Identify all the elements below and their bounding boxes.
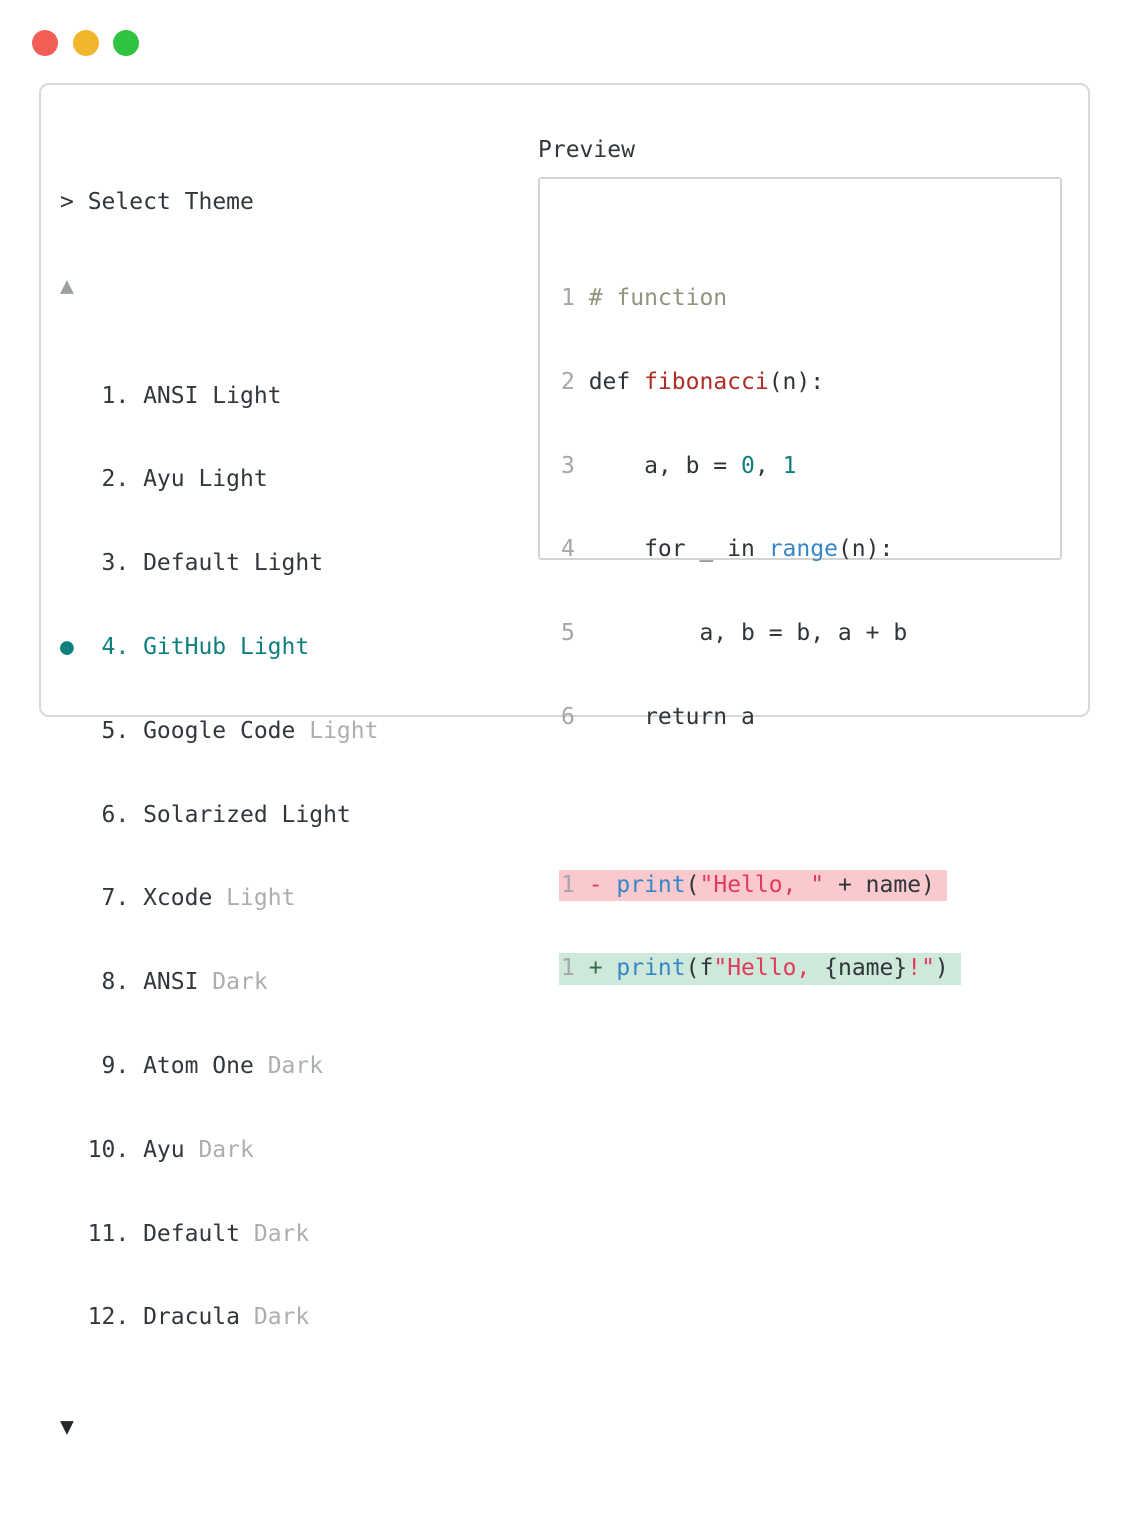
code-line: 6 return a	[561, 702, 961, 734]
option-label: Xcode	[143, 885, 213, 912]
option-label: Default Light	[143, 550, 324, 577]
theme-option-atom-one-dark[interactable]: 9. Atom One Dark	[60, 1051, 877, 1083]
theme-option-ansi-light[interactable]: 1. ANSI Light	[60, 381, 877, 413]
code-line: 3 a, b = 0, 1	[561, 451, 961, 483]
option-variant: Dark	[240, 1304, 310, 1331]
option-number: 1.	[101, 382, 130, 409]
option-number: 2.	[101, 466, 130, 493]
option-variant: Dark	[198, 969, 268, 996]
theme-option-default-dark[interactable]: 11. Default Dark	[60, 1219, 877, 1251]
spacer-row	[60, 1496, 877, 1514]
diff-added-line: 1+ print(f"Hello, {name}!")	[559, 953, 961, 986]
option-number: 8.	[101, 969, 130, 996]
theme-selector-window: > Select Theme ▲ 1. ANSI Light 2. Ayu Light…	[39, 83, 1090, 1440]
line-number: 1	[561, 285, 575, 311]
line-number: 1	[561, 871, 575, 898]
option-label: Google Code	[143, 717, 296, 744]
code-line: 4 for _ in range(n):	[561, 534, 961, 566]
option-variant: Light	[212, 885, 296, 912]
option-number: 7.	[101, 885, 130, 912]
option-label: Ayu Light	[143, 466, 268, 493]
line-number: 1	[561, 955, 575, 982]
line-number: 5	[561, 620, 575, 647]
option-label: Ayu	[143, 1136, 185, 1163]
prompt-symbol: >	[60, 189, 74, 215]
code-line: 5 a, b = b, a + b	[561, 618, 961, 650]
scroll-up-icon: ▲	[60, 272, 74, 299]
window-controls	[32, 30, 139, 56]
option-label: Atom One	[143, 1052, 254, 1079]
minimize-button[interactable]	[72, 30, 99, 56]
option-variant: Light	[295, 717, 379, 744]
preview-title: Preview	[538, 137, 635, 163]
code-line: 1# function	[561, 283, 961, 315]
option-number: 4.	[101, 633, 130, 660]
option-label: ANSI Light	[143, 382, 282, 409]
diff-removed-line: 1- print("Hello, " + name)	[559, 869, 961, 902]
theme-option-ayu-dark[interactable]: 10. Ayu Dark	[60, 1135, 877, 1167]
selection-bullet: ●	[60, 633, 74, 660]
line-number: 6	[561, 703, 575, 730]
option-number: 3.	[101, 550, 130, 577]
line-number: 4	[561, 536, 575, 563]
prompt-line: > Select Theme	[60, 187, 877, 219]
line-number: 3	[561, 452, 575, 479]
spacer-line	[561, 786, 961, 818]
option-number: 12.	[87, 1304, 130, 1331]
option-number: 9.	[101, 1052, 130, 1079]
option-variant: Dark	[184, 1136, 254, 1163]
zoom-button[interactable]	[113, 30, 139, 56]
close-button[interactable]	[32, 30, 58, 56]
theme-option-google-code[interactable]: 5. Google Code Light	[60, 716, 877, 748]
option-variant: Dark	[253, 1052, 324, 1079]
option-number: 11.	[87, 1220, 130, 1247]
option-number: 10.	[87, 1136, 130, 1163]
theme-option-github-light-selected[interactable]: ● 4. GitHub Light	[60, 632, 877, 664]
theme-option-ayu-light[interactable]: 2. Ayu Light	[60, 464, 877, 496]
option-number: 5.	[101, 717, 130, 744]
page-title: Select Theme	[87, 189, 254, 215]
added-highlight: 1+ print(f"Hello, {name}!")	[559, 953, 961, 986]
option-label: ANSI	[143, 969, 199, 996]
theme-option-default-light[interactable]: 3. Default Light	[60, 548, 877, 580]
line-number: 2	[561, 368, 575, 395]
option-label: Solarized Light	[143, 801, 351, 828]
removed-highlight: 1- print("Hello, " + name)	[559, 869, 947, 902]
option-number: 6.	[101, 801, 130, 828]
theme-option-dracula-dark[interactable]: 12. Dracula Dark	[60, 1302, 877, 1334]
option-label: Dracula	[143, 1304, 240, 1331]
option-label: GitHub Light	[143, 633, 310, 660]
option-label: Default	[143, 1220, 240, 1247]
scroll-down-icon: ▼	[60, 1414, 74, 1441]
option-variant: Dark	[240, 1220, 310, 1247]
